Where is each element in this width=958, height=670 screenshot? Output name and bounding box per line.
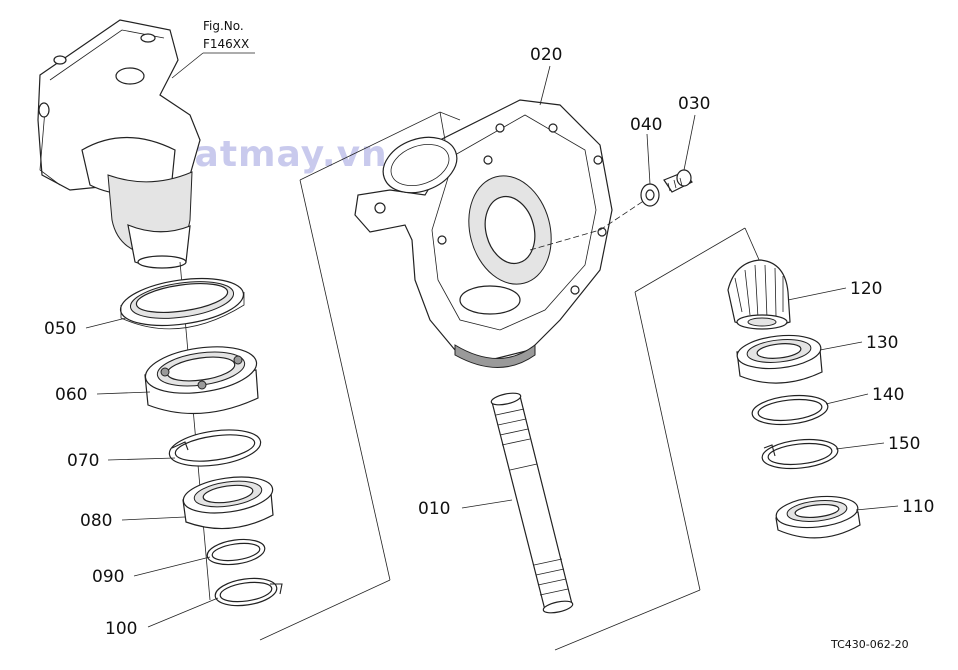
callout-040: 040	[630, 115, 662, 185]
label-130: 130	[866, 333, 898, 353]
callout-060: 060	[55, 385, 151, 405]
figure-reference: Fig.No. F146XX	[171, 19, 255, 79]
part-040-washer	[640, 183, 660, 207]
part-150-circlip	[761, 438, 839, 470]
label-010: 010	[418, 499, 450, 519]
label-050: 050	[44, 319, 76, 339]
label-110: 110	[902, 497, 934, 517]
part-130-bearing	[736, 334, 823, 384]
label-030: 030	[678, 94, 710, 114]
label-120: 120	[850, 279, 882, 299]
part-050-oil-seal	[119, 277, 245, 330]
callout-080: 080	[80, 511, 186, 531]
part-100-circlip	[214, 577, 283, 607]
plug-hole-leader	[599, 199, 646, 231]
label-070: 070	[67, 451, 99, 471]
part-080-bearing	[182, 476, 274, 530]
callout-110: 110	[855, 497, 934, 517]
callout-070: 070	[67, 451, 176, 471]
label-020: 020	[530, 45, 562, 65]
callout-090: 090	[92, 556, 211, 587]
callout-140: 140	[825, 385, 904, 405]
callout-100: 100	[105, 597, 219, 639]
label-080: 080	[80, 511, 112, 531]
part-020-gear-case	[354, 99, 613, 368]
label-040: 040	[630, 115, 662, 135]
callout-030: 030	[678, 94, 710, 171]
part-090-ring	[206, 538, 266, 566]
drawing-number: TC430-062-20	[830, 638, 909, 651]
part-110-seal	[775, 495, 861, 539]
label-100: 100	[105, 619, 137, 639]
part-070-circlip	[168, 429, 262, 467]
callout-150: 150	[835, 434, 920, 454]
callout-020: 020	[530, 45, 562, 106]
label-060: 060	[55, 385, 87, 405]
fig-code: F146XX	[203, 37, 249, 51]
callout-130: 130	[819, 333, 898, 353]
part-060-bearing	[144, 346, 259, 415]
label-090: 090	[92, 567, 124, 587]
label-140: 140	[872, 385, 904, 405]
part-030-plug	[663, 169, 693, 193]
label-150: 150	[888, 434, 920, 454]
callout-010: 010	[418, 499, 513, 519]
callout-120: 120	[787, 279, 882, 301]
callout-050: 050	[44, 317, 127, 339]
assembly-bracket-lines	[259, 111, 761, 651]
part-010-shaft	[490, 392, 574, 614]
upper-housing-illustration	[37, 19, 201, 269]
part-140-ring	[751, 394, 829, 426]
fig-label: Fig.No.	[203, 19, 244, 33]
part-120-bevel-gear	[727, 259, 791, 330]
